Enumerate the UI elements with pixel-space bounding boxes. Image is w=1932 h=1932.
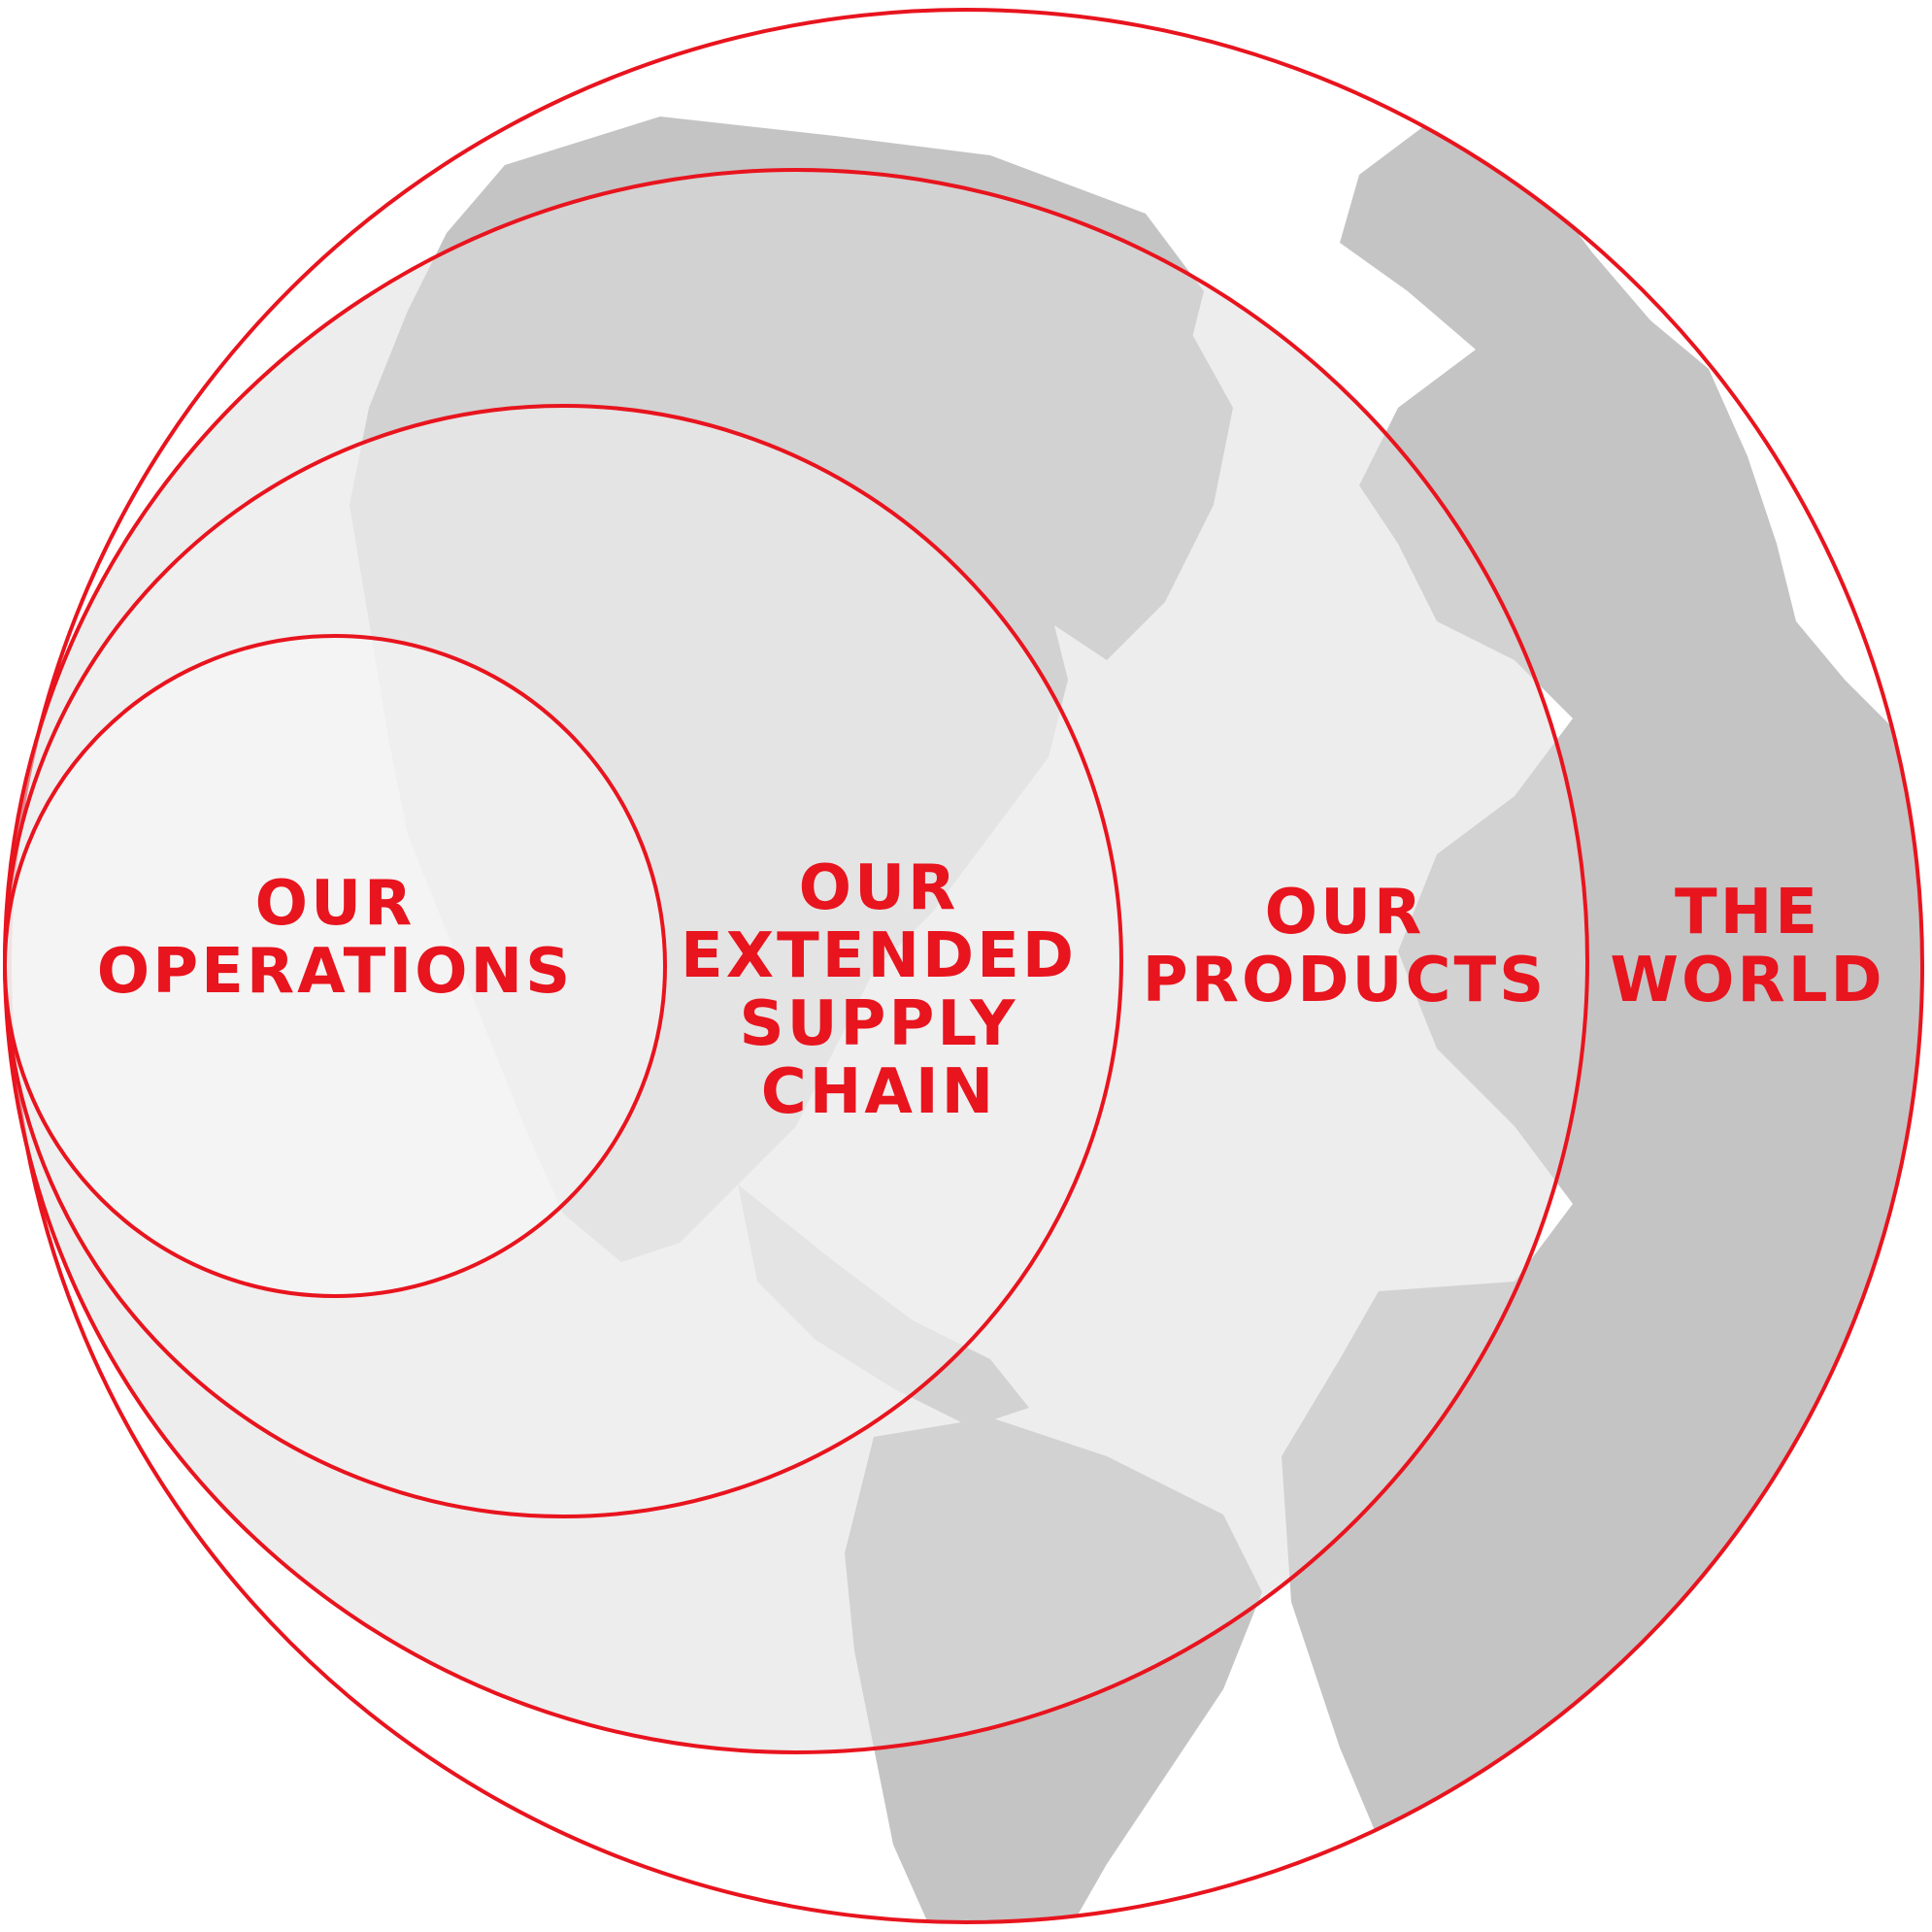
label-line: EXTENDED <box>681 920 1077 992</box>
label-line: OUR <box>1264 877 1425 949</box>
label-line: WORLD <box>1610 945 1885 1016</box>
ring-operations <box>3 634 667 1298</box>
label-our-operations: OUR OPERATIONS <box>58 870 612 1006</box>
label-our-extended-supply-chain: OUR EXTENDED SUPPLY CHAIN <box>670 854 1087 1126</box>
label-line: OUR <box>798 852 959 924</box>
label-line: OUR <box>254 868 416 940</box>
label-line: PRODUCTS <box>1142 945 1548 1016</box>
label-line: THE <box>1675 877 1820 949</box>
label-line: SUPPLY <box>739 988 1018 1060</box>
label-the-world: THE WORLD <box>1602 879 1893 1015</box>
label-our-products: OUR PRODUCTS <box>1126 879 1563 1015</box>
label-line: OPERATIONS <box>96 936 574 1008</box>
label-line: CHAIN <box>760 1056 997 1128</box>
